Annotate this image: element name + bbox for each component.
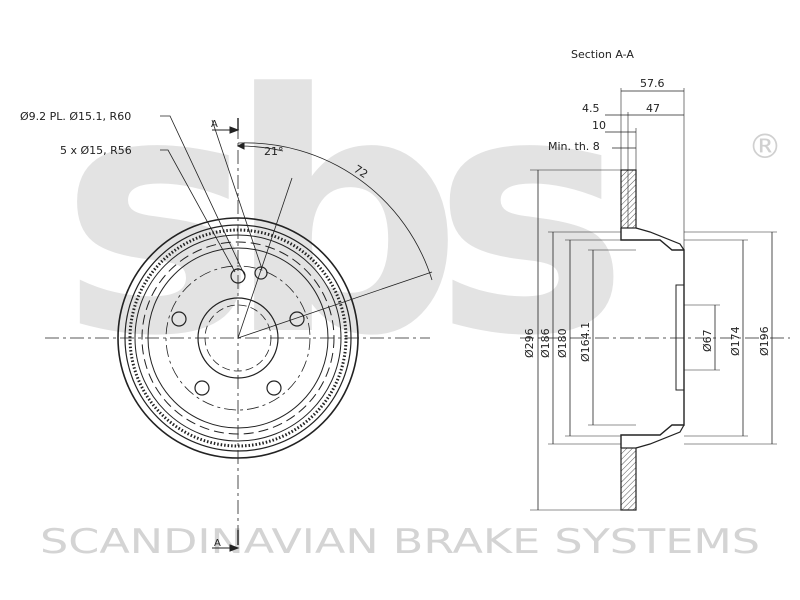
- radius-arc: [237, 142, 433, 281]
- dim-57-6: 57.6: [640, 77, 665, 90]
- bolt-circle: [165, 265, 311, 411]
- radius-line: [237, 271, 433, 339]
- min-thickness: Min. th. 8: [548, 140, 600, 153]
- dim-10: 10: [592, 119, 606, 132]
- friction-plate-top: [620, 169, 637, 229]
- leader-locating: [211, 119, 263, 270]
- hat-flange-bottom: [635, 424, 685, 449]
- disc-inner-edge: [124, 224, 352, 452]
- radius-label: 72: [351, 163, 370, 181]
- callout-bolts: 5 x Ø15, R56: [60, 144, 132, 157]
- leader-holes: [160, 115, 246, 277]
- leader-bolts: [160, 149, 236, 273]
- angle-line: [237, 177, 293, 339]
- section-title: Section A-A: [571, 48, 634, 61]
- section-label-top: A: [211, 119, 218, 130]
- center-bore: [197, 297, 279, 379]
- hat-dashed-outer: [141, 241, 335, 435]
- section-arrow-bottom: [229, 544, 240, 552]
- dia-164-1: Ø164.1: [579, 322, 592, 362]
- angle-label: 21°: [264, 145, 284, 158]
- dia-196: Ø196: [758, 326, 771, 356]
- dia-296: Ø296: [523, 328, 536, 358]
- hat-inner: [147, 247, 329, 429]
- center-bore-dashed: [204, 304, 272, 372]
- bolt-hole: [171, 311, 187, 327]
- disc-outer-edge: [117, 217, 359, 459]
- angle-arrow: [236, 142, 245, 150]
- hat-flange-top: [635, 227, 685, 251]
- bolt-hole: [194, 380, 210, 396]
- watermark-logo: sbs: [60, 24, 618, 408]
- bolt-hole: [289, 311, 305, 327]
- dim-4-5: 4.5: [582, 102, 600, 115]
- dim-47: 47: [646, 102, 660, 115]
- dia-180: Ø180: [556, 328, 569, 358]
- section-view: [520, 88, 790, 511]
- dia-174: Ø174: [729, 326, 742, 356]
- dia-67: Ø67: [701, 329, 714, 352]
- disc-friction-ring: [128, 228, 348, 448]
- registered-mark: ®: [748, 127, 782, 167]
- callout-holes: Ø9.2 PL. Ø15.1, R60: [20, 110, 131, 123]
- watermark: sbs ® SCANDINAVIAN BRAKE SYSTEMS: [40, 24, 782, 562]
- front-view: [45, 115, 433, 552]
- section-label-bottom: A: [214, 538, 221, 549]
- friction-plate-bottom: [620, 447, 637, 511]
- hub-face: [675, 284, 685, 391]
- hat-outer: [134, 234, 342, 442]
- section-arrow-top: [229, 126, 240, 134]
- bolt-hole: [266, 380, 282, 396]
- brand-line: SCANDINAVIAN BRAKE SYSTEMS: [40, 522, 760, 562]
- dia-186: Ø186: [539, 328, 552, 358]
